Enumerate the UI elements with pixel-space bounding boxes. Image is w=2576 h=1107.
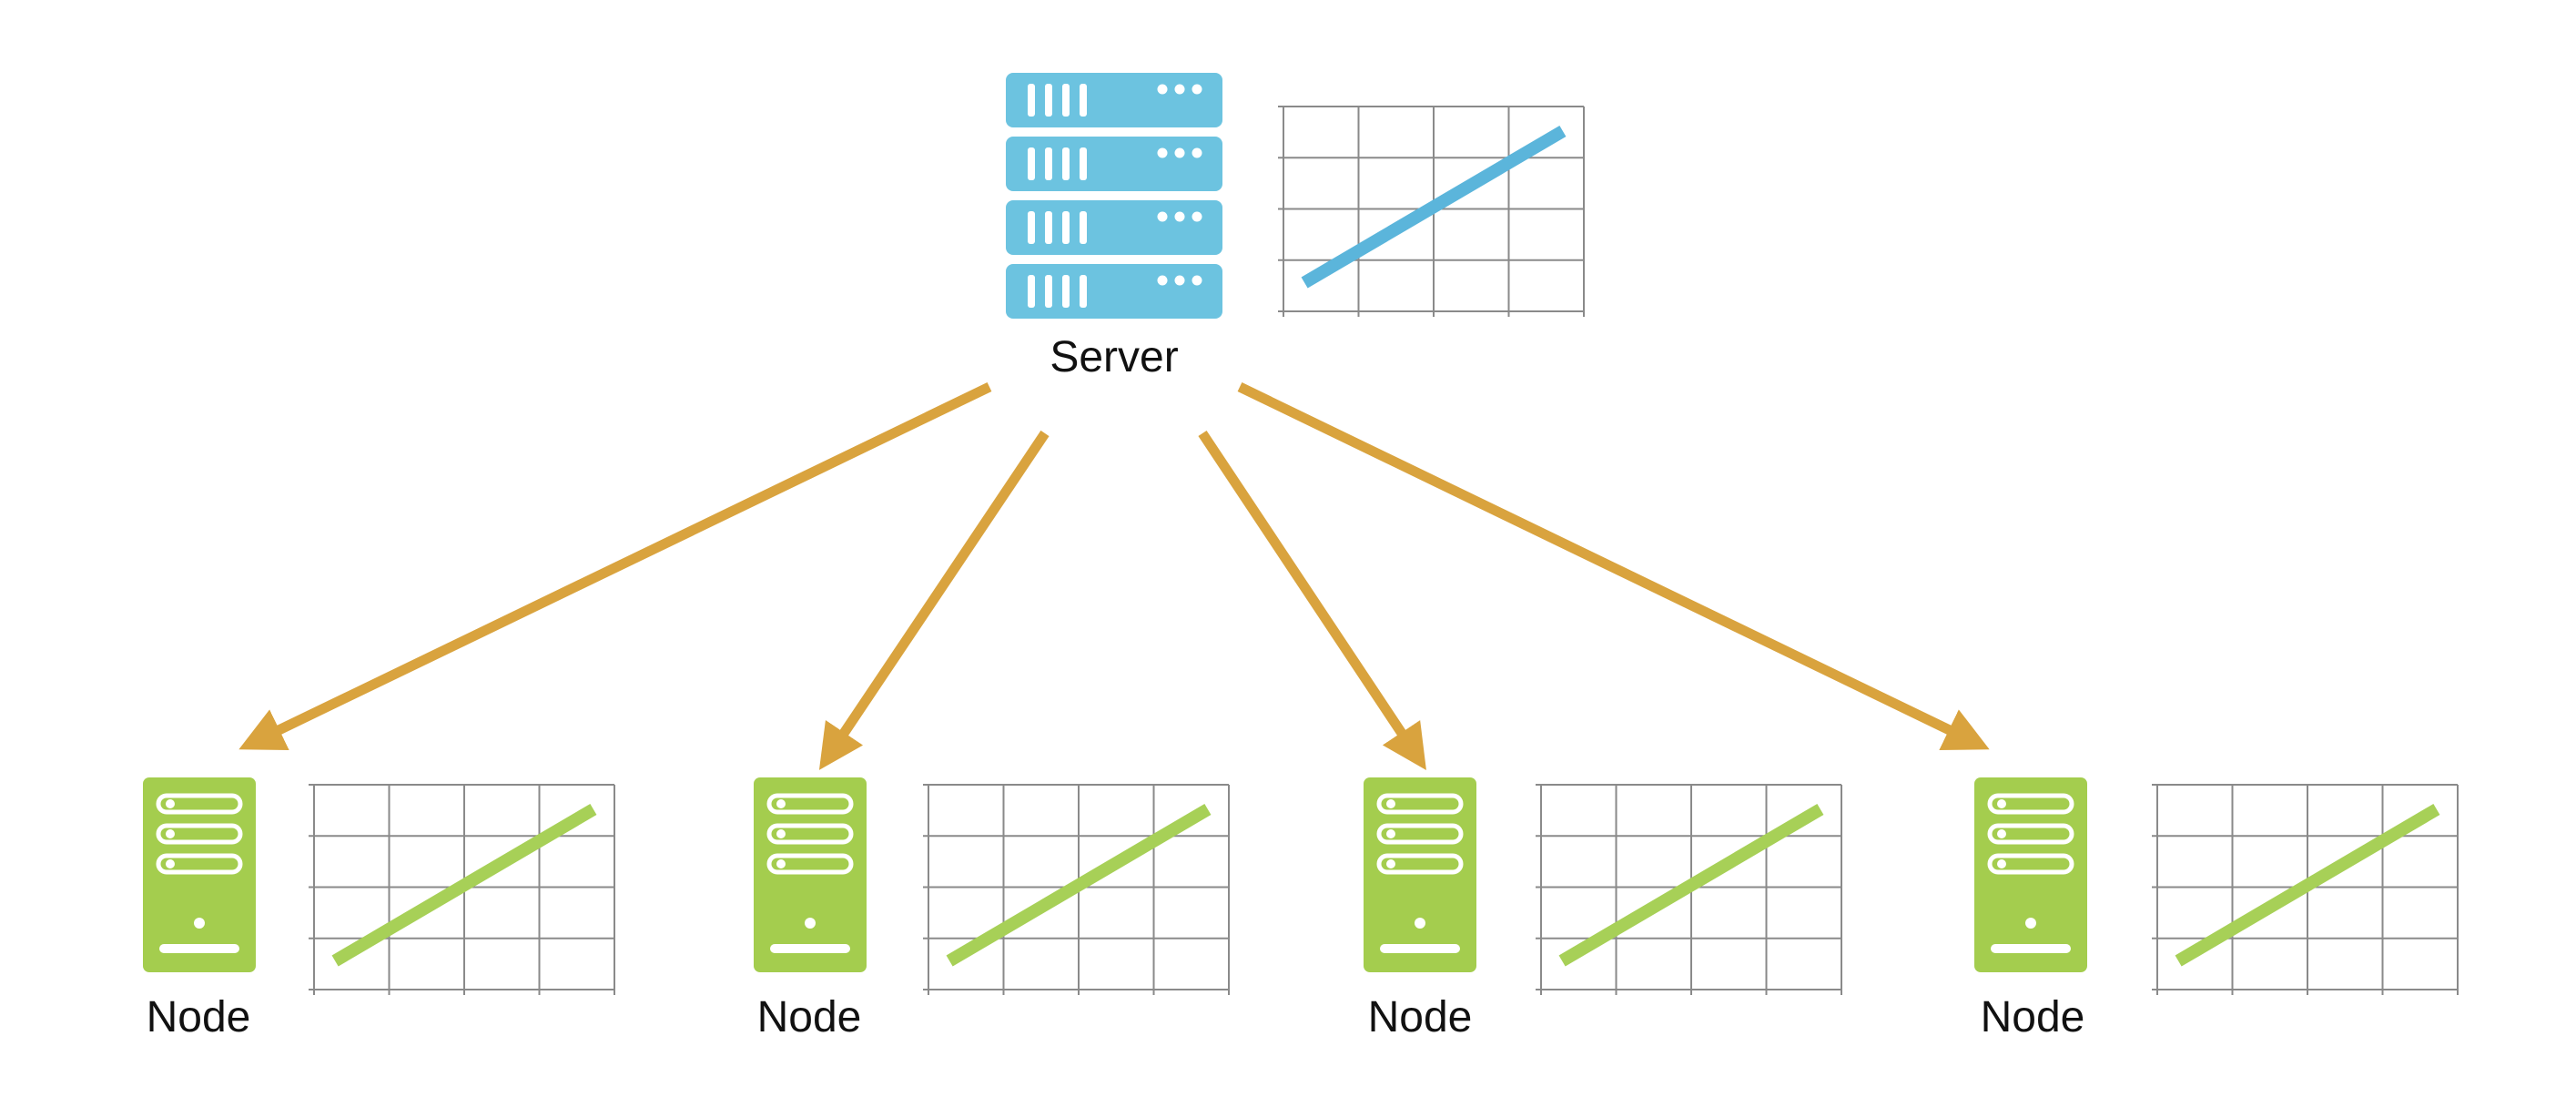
vent-slot xyxy=(1062,147,1070,180)
indicator-dot xyxy=(1157,84,1168,95)
indicator-dot xyxy=(1174,275,1185,286)
indicator-dot xyxy=(1192,147,1202,158)
drive-bay xyxy=(1376,823,1464,845)
drive-bay xyxy=(1376,853,1464,875)
drive-bay xyxy=(156,793,243,815)
node-line-chart-icon xyxy=(1536,784,1842,995)
tower-base-bar xyxy=(1991,944,2071,953)
indicator-dot xyxy=(1157,275,1168,286)
drive-bay xyxy=(766,823,854,845)
rack-unit-body xyxy=(1006,200,1222,255)
drive-bay xyxy=(766,793,854,815)
indicator-dot xyxy=(1174,211,1185,222)
drive-led xyxy=(1997,829,2006,838)
node-line-chart-icon xyxy=(923,784,1230,995)
server-tower-icon xyxy=(754,777,867,972)
node: Node xyxy=(1974,777,2459,1041)
indicator-dot xyxy=(1192,211,1202,222)
arrow-to-node-2 xyxy=(818,430,1050,770)
rack-unit-body xyxy=(1006,73,1222,127)
vent-slot xyxy=(1028,275,1035,308)
node: Node xyxy=(754,777,1230,1041)
arrows xyxy=(238,382,1990,770)
indicator-dot xyxy=(1192,275,1202,286)
vent-slot xyxy=(1080,147,1087,180)
vent-slot xyxy=(1062,84,1070,117)
drive-bay xyxy=(156,853,243,875)
drive-led xyxy=(776,859,786,868)
drive-bay xyxy=(766,853,854,875)
drive-bay xyxy=(1987,853,2074,875)
rack-unit-body xyxy=(1006,264,1222,319)
node: Node xyxy=(143,777,615,1041)
power-dot xyxy=(1415,918,1425,929)
power-dot xyxy=(2025,918,2036,929)
vent-slot xyxy=(1080,211,1087,244)
drive-led xyxy=(1997,859,2006,868)
server-label: Server xyxy=(1050,333,1178,381)
drive-bay xyxy=(156,823,243,845)
tower-base-bar xyxy=(1380,944,1460,953)
node: Node xyxy=(1364,777,1842,1041)
trend-line xyxy=(1301,125,1567,289)
vent-slot xyxy=(1028,147,1035,180)
drive-led xyxy=(776,829,786,838)
rack-unit xyxy=(1006,264,1222,319)
rack-unit-body xyxy=(1006,137,1222,191)
server-tower-icon xyxy=(143,777,256,972)
vent-slot xyxy=(1080,84,1087,117)
server-rack-icon xyxy=(1006,73,1222,319)
drive-led xyxy=(166,859,175,868)
server-tower-icon xyxy=(1974,777,2087,972)
drive-led xyxy=(166,799,175,808)
drive-led xyxy=(1997,799,2006,808)
indicator-dot xyxy=(1157,147,1168,158)
drive-bay xyxy=(1376,793,1464,815)
server-tower-icon xyxy=(1364,777,1476,972)
node-label: Node xyxy=(1981,993,2085,1041)
vent-slot xyxy=(1028,84,1035,117)
server: Server xyxy=(1006,73,1585,381)
server-line-chart-icon xyxy=(1278,106,1585,317)
trend-line xyxy=(946,803,1212,967)
node-line-chart-icon xyxy=(2152,784,2459,995)
rack-unit xyxy=(1006,200,1222,255)
vent-slot xyxy=(1045,84,1052,117)
vent-slot xyxy=(1045,147,1052,180)
node-line-chart-icon xyxy=(309,784,615,995)
power-dot xyxy=(194,918,205,929)
rack-unit xyxy=(1006,73,1222,127)
power-dot xyxy=(805,918,816,929)
drive-bay xyxy=(1987,793,2074,815)
vent-slot xyxy=(1062,275,1070,308)
drive-led xyxy=(1386,859,1395,868)
tower-base-bar xyxy=(159,944,239,953)
arrow-to-node-4 xyxy=(1237,382,1990,750)
drive-bay xyxy=(1987,823,2074,845)
node-label: Node xyxy=(147,993,251,1041)
arrow-to-node-3 xyxy=(1198,430,1426,770)
tower-base-bar xyxy=(770,944,850,953)
node-label: Node xyxy=(1368,993,1473,1041)
trend-line xyxy=(331,803,597,967)
rack-unit xyxy=(1006,137,1222,191)
trend-line xyxy=(2175,803,2440,967)
arrow-to-node-1 xyxy=(238,382,992,750)
indicator-dot xyxy=(1157,211,1168,222)
vent-slot xyxy=(1028,211,1035,244)
vent-slot xyxy=(1062,211,1070,244)
trend-line xyxy=(1558,803,1824,967)
vent-slot xyxy=(1045,275,1052,308)
node-label: Node xyxy=(757,993,862,1041)
indicator-dot xyxy=(1174,147,1185,158)
vent-slot xyxy=(1080,275,1087,308)
indicator-dot xyxy=(1174,84,1185,95)
drive-led xyxy=(1386,799,1395,808)
drive-led xyxy=(1386,829,1395,838)
indicator-dot xyxy=(1192,84,1202,95)
drive-led xyxy=(166,829,175,838)
drive-led xyxy=(776,799,786,808)
vent-slot xyxy=(1045,211,1052,244)
